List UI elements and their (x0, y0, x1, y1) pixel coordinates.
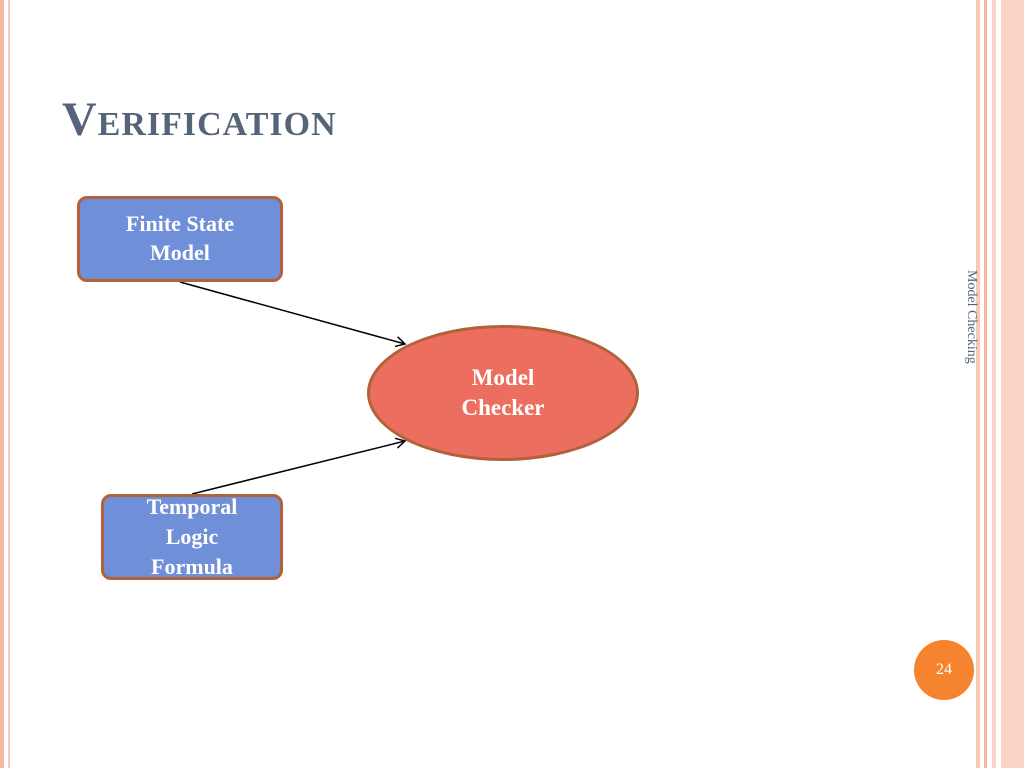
page-number-badge: 24 (914, 640, 974, 700)
temporal-logic-label-line2: Logic (165, 524, 219, 550)
finite-state-model-label-line2: Model (150, 240, 210, 265)
finite-state-model-label-line1: Finite State (125, 211, 235, 237)
temporal-logic-formula-node: Temporal Logic Formula (101, 494, 283, 580)
section-side-label: Model Checking (964, 270, 979, 364)
model-checker-label-line2: Checker (461, 395, 545, 420)
arrow-temporal-logic-to-checker (191, 437, 407, 495)
temporal-logic-label-line1: Temporal (146, 494, 238, 520)
left-accent-stripe (0, 0, 4, 768)
model-checker-label-line1: Model (471, 365, 535, 391)
right-accent-stripe (976, 0, 980, 768)
finite-state-model-node: Finite State Model (77, 196, 283, 282)
model-checker-node: Model Checker (367, 325, 639, 461)
arrow-finite-state-to-checker (179, 281, 407, 348)
right-accent-stripe (984, 0, 987, 768)
left-accent-stripe-thin (8, 0, 10, 768)
slide-title: Verification (62, 93, 337, 146)
temporal-logic-label-line3: Formula (151, 553, 233, 579)
right-accent-band (992, 0, 1024, 768)
